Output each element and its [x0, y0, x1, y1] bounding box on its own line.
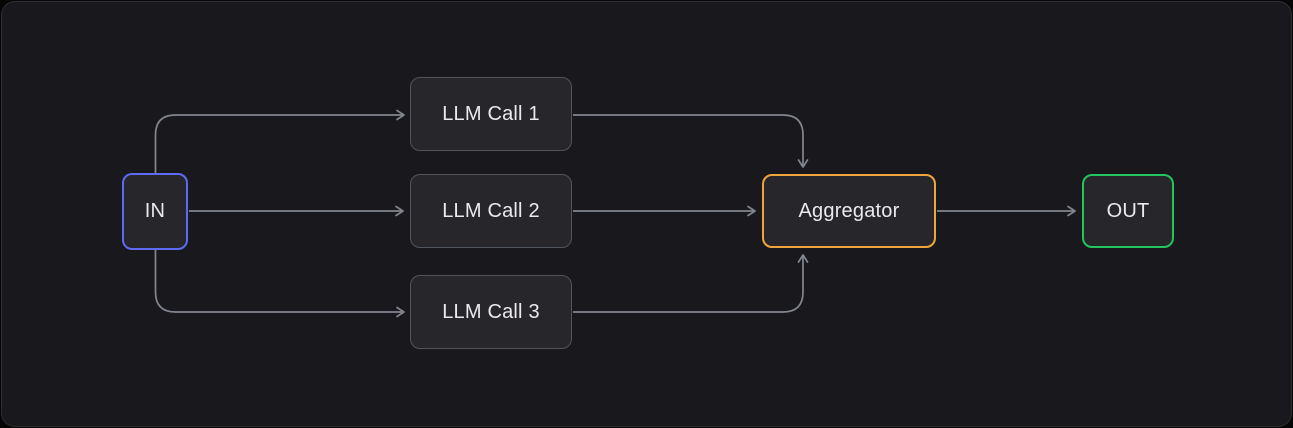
node-out: OUT [1082, 174, 1174, 248]
node-llm-call-1-label: LLM Call 1 [442, 102, 540, 125]
node-out-label: OUT [1106, 199, 1150, 222]
node-llm-call-3: LLM Call 3 [410, 275, 572, 349]
node-llm-call-2: LLM Call 2 [410, 174, 572, 248]
node-in: IN [122, 173, 188, 250]
node-aggregator: Aggregator [762, 174, 936, 248]
node-llm-call-3-label: LLM Call 3 [442, 300, 540, 323]
node-in-label: IN [144, 200, 166, 222]
node-llm-call-2-label: LLM Call 2 [442, 199, 540, 222]
node-aggregator-label: Aggregator [798, 199, 900, 222]
node-llm-call-1: LLM Call 1 [410, 77, 572, 151]
